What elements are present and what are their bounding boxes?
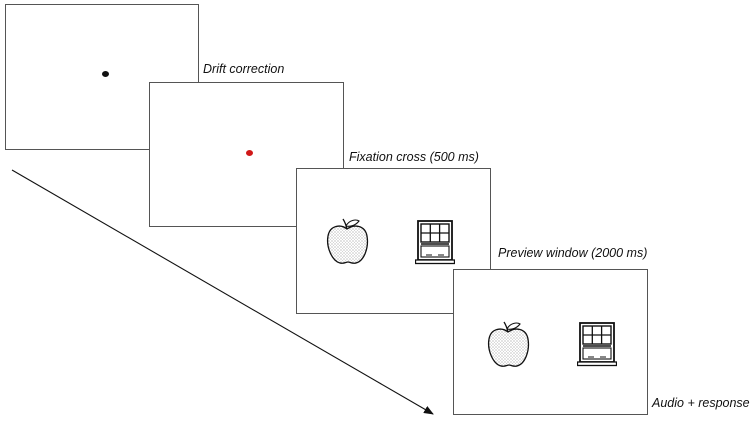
- audio-response-screen: [453, 269, 648, 415]
- drift-correction-dot: [102, 71, 109, 77]
- window-icon: [577, 322, 617, 367]
- window-icon: [415, 220, 455, 265]
- preview-caption: Preview window (2000 ms): [498, 246, 648, 260]
- apple-icon: [326, 218, 369, 264]
- fixation-dot: [246, 150, 253, 156]
- apple-icon: [487, 321, 530, 367]
- audio-response-caption: Audio + response: [652, 396, 750, 410]
- fixation-caption: Fixation cross (500 ms): [349, 150, 479, 164]
- drift-correction-caption: Drift correction: [203, 62, 285, 76]
